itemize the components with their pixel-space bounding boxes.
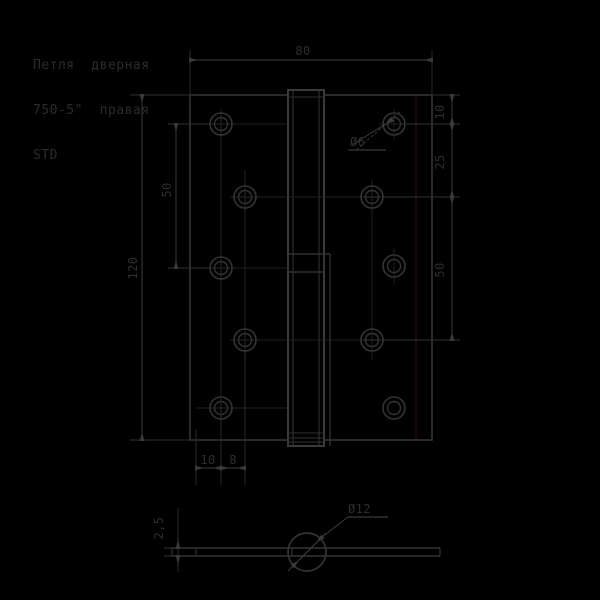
dimension-top-width: 80 bbox=[189, 44, 433, 100]
dim-label-overall-height: 120 bbox=[126, 257, 140, 280]
pin-callout-leader-2 bbox=[321, 516, 349, 538]
dimension-overall-height: 120 bbox=[126, 94, 195, 441]
right-leaf-holes bbox=[360, 109, 409, 420]
screw-hole bbox=[206, 396, 236, 420]
pin-circle bbox=[287, 532, 327, 572]
hole-diameter-callout: Ø6 bbox=[348, 111, 401, 151]
dimension-inner-50: 50 bbox=[160, 123, 215, 269]
title-block: Петля дверная 750-5" правая STD bbox=[33, 28, 150, 193]
screw-hole bbox=[230, 325, 260, 355]
section-plate-profile bbox=[171, 547, 441, 557]
title-line-3: STD bbox=[33, 148, 58, 163]
hole-diameter-label: Ø6 bbox=[350, 135, 365, 149]
left-leaf-holes bbox=[206, 109, 260, 420]
dimension-section-thickness: 2,5 bbox=[152, 508, 192, 572]
screw-hole bbox=[382, 254, 406, 278]
title-line-1: Петля дверная bbox=[33, 58, 150, 73]
pin-diameter-callout: Ø12 bbox=[290, 502, 388, 569]
knuckle-split-block bbox=[287, 253, 325, 273]
dim-label-right-25: 25 bbox=[433, 154, 447, 169]
dim-label-inner-50: 50 bbox=[160, 182, 174, 197]
pin-diameter-label: Ø12 bbox=[348, 502, 371, 516]
pin-callout-leader bbox=[290, 534, 325, 569]
dim-label-bottom-8: 8 bbox=[229, 453, 237, 467]
left-leaf-outline bbox=[189, 94, 289, 441]
title-line-2: 750-5" правая bbox=[33, 103, 150, 118]
dim-label-thickness: 2,5 bbox=[152, 517, 166, 540]
dim-label-right-50: 50 bbox=[433, 262, 447, 277]
dim-label-right-10: 10 bbox=[433, 104, 447, 119]
screw-hole bbox=[230, 182, 260, 212]
hinge-plates bbox=[189, 94, 433, 441]
dim-label-top-width: 80 bbox=[295, 44, 310, 58]
dimension-right-stack: 10 25 50 bbox=[382, 94, 460, 341]
hinge-knuckle bbox=[287, 89, 331, 447]
hole-callout-leader bbox=[351, 117, 395, 146]
dimension-bottom-stack: 10 8 bbox=[195, 352, 246, 485]
dim-label-bottom-10: 10 bbox=[200, 453, 215, 467]
front-view-group: Ø6 80 120 50 bbox=[126, 44, 460, 485]
screw-hole bbox=[382, 396, 406, 420]
section-view-group: Ø12 2,5 bbox=[152, 502, 441, 572]
